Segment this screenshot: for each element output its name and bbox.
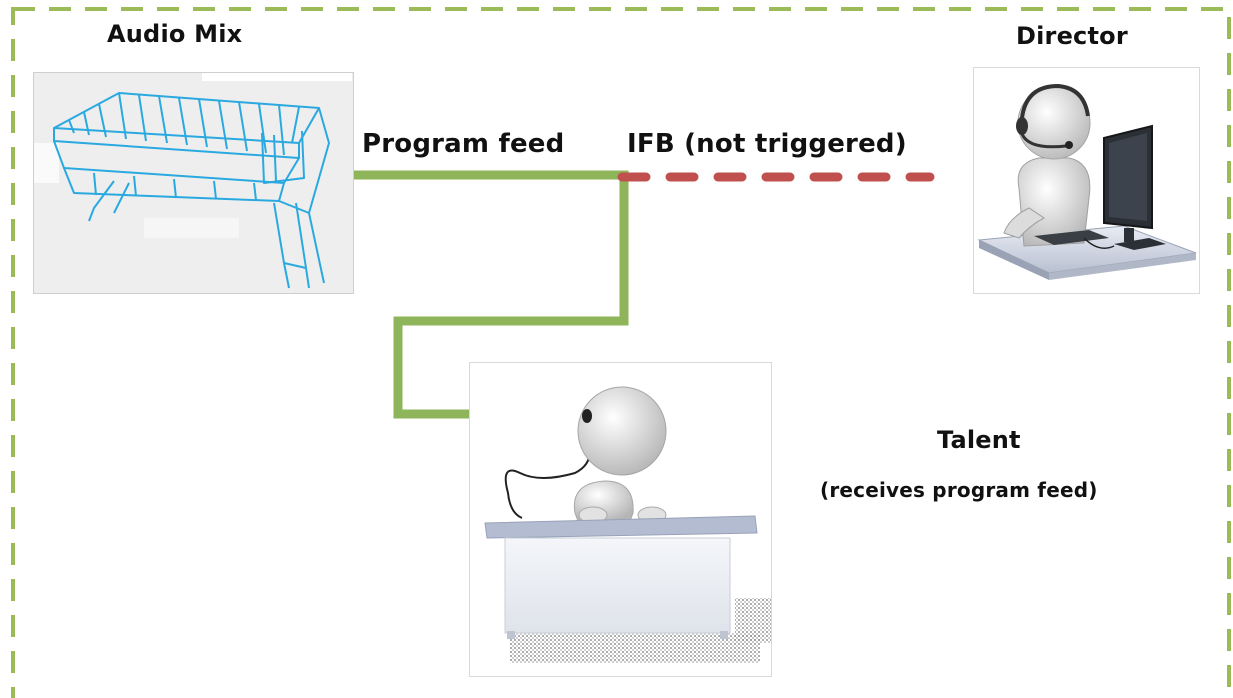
- talent-image: [469, 362, 772, 677]
- audio-mix-image: [33, 63, 354, 294]
- talent-label: Talent: [937, 426, 1021, 454]
- director-label: Director: [1016, 22, 1128, 50]
- person-at-desk-icon: [484, 386, 771, 663]
- audio-mix-label: Audio Mix: [107, 20, 243, 48]
- talent-sublabel: (receives program feed): [820, 478, 1098, 502]
- program-feed-line: [352, 170, 629, 419]
- director-image: [973, 67, 1200, 294]
- person-at-computer-icon: [977, 83, 1197, 280]
- ifb-label: IFB (not triggered): [627, 129, 907, 159]
- program-feed-label: Program feed: [362, 129, 565, 159]
- mixing-console-icon: [34, 63, 353, 293]
